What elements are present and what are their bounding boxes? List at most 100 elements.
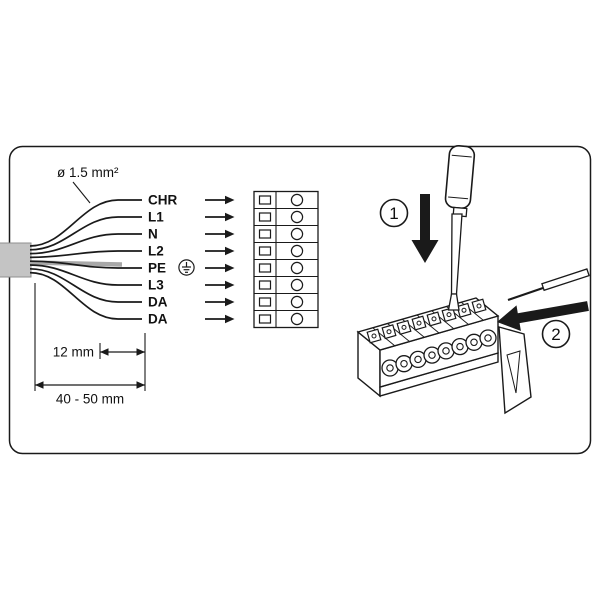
row-arrowhead — [225, 297, 235, 307]
wire-label-l1: L1 — [148, 210, 164, 225]
dim-label-40-50mm: 40 - 50 mm — [56, 392, 124, 407]
wire-label-l2: L2 — [148, 244, 164, 259]
row-arrows — [205, 195, 235, 324]
screwdriver-handle-line — [448, 196, 469, 200]
terminal-wire-slot — [258, 195, 272, 205]
terminal-wire-slot — [258, 280, 272, 290]
connector-slot — [396, 319, 412, 335]
terminal-wire-slot — [258, 314, 272, 324]
terminal-screw — [290, 261, 304, 275]
wire-label-chr: CHR — [148, 193, 177, 208]
terminal-wire-slot — [258, 297, 272, 307]
dim-label-12mm: 12 mm — [53, 345, 94, 360]
row-arrowhead — [225, 195, 235, 205]
connector-funnel-hole — [442, 347, 450, 355]
dim-arrowhead — [100, 348, 109, 356]
screwdriver-handle-line — [451, 154, 472, 158]
wire-path — [29, 199, 142, 247]
wire-fan — [29, 199, 142, 320]
connector-funnel-hole — [470, 338, 478, 347]
wire-label-l3: L3 — [148, 278, 164, 293]
terminal-screw — [290, 312, 304, 326]
row-arrowhead — [225, 314, 235, 324]
screwdriver — [444, 144, 476, 311]
wire-path — [29, 216, 142, 251]
dim-arrowhead — [136, 381, 145, 389]
row-arrowhead — [225, 229, 235, 239]
wire-label-da2: DA — [148, 312, 168, 327]
terminal-screw — [290, 210, 304, 224]
wire-gauge-pointer — [72, 181, 91, 204]
connector-funnel-hole — [428, 351, 436, 359]
row-arrowhead — [225, 280, 235, 290]
connector-slot-screw — [386, 329, 392, 335]
dimensions: 12 mm 40 - 50 mm — [34, 283, 146, 407]
step-2-badge — [541, 319, 571, 349]
step-2-number: 2 — [551, 325, 560, 344]
dim-arrowhead — [136, 348, 145, 356]
wire-label-n: N — [148, 227, 158, 242]
connector-slot — [441, 307, 457, 323]
connector-block — [356, 297, 532, 415]
terminal-strip — [253, 190, 319, 329]
connector-latch-cutout — [506, 350, 521, 394]
cable-sheath — [0, 242, 32, 278]
step-1-number: 1 — [389, 204, 398, 223]
terminal-screw — [290, 244, 304, 258]
screwdriver-tip — [447, 293, 460, 311]
wire-path — [29, 267, 142, 303]
connector-slot — [411, 315, 427, 331]
step-1-badge — [379, 198, 409, 228]
insert-wire-conductor — [507, 286, 544, 302]
screwdriver-handle — [444, 144, 476, 210]
connector-slot-screw — [461, 307, 467, 313]
connector-slot-screw — [476, 303, 482, 309]
connector-slot-screw — [446, 312, 452, 318]
connector-slot-screw — [371, 333, 377, 339]
connector-slot — [471, 298, 487, 314]
row-arrowhead — [225, 212, 235, 222]
connector-wire-funnels — [381, 329, 497, 377]
row-arrowhead — [225, 246, 235, 256]
wire-path — [29, 264, 142, 286]
connector-funnel-hole — [386, 364, 394, 372]
wire-labels: CHR L1 N L2 PE L3 DA DA — [148, 193, 195, 327]
connector-slot-screw — [416, 320, 422, 326]
earth-icon — [178, 259, 195, 276]
connector-slot-screw — [431, 316, 437, 322]
terminal-screw — [290, 193, 304, 207]
terminal-wire-slot — [258, 229, 272, 239]
terminal-wire-slot — [258, 263, 272, 273]
row-arrowhead — [225, 263, 235, 273]
connector-latch — [498, 326, 532, 415]
insert-wire-arrow-icon — [497, 301, 589, 331]
terminal-screw — [290, 295, 304, 309]
wire-gauge-label: ø 1.5 mm² — [57, 165, 119, 180]
wire-label-pe: PE — [148, 261, 166, 276]
terminal-wire-slot — [258, 212, 272, 222]
connector-funnel-hole — [400, 359, 408, 368]
screwdriver-shaft — [450, 213, 463, 295]
dim-arrowhead — [35, 381, 44, 389]
wire-label-da1: DA — [148, 295, 168, 310]
connector-funnel-hole — [456, 342, 464, 351]
connector-slot — [456, 302, 472, 318]
wire-path — [29, 271, 142, 320]
step-2: 2 — [497, 268, 590, 349]
connector-funnel-hole — [484, 334, 492, 342]
wire-path — [29, 250, 142, 259]
connector-slot-screw — [401, 324, 407, 330]
press-down-arrow-icon — [411, 194, 439, 263]
connector-slot — [426, 311, 442, 327]
terminal-screw — [290, 278, 304, 292]
connector-slot — [366, 328, 382, 344]
diagram-root: ø 1.5 mm² CHR L1 N L2 PE L3 DA DA — [0, 144, 592, 455]
frame-border — [8, 145, 592, 455]
terminal-wire-slot — [258, 246, 272, 256]
connector-funnel-hole — [414, 355, 422, 364]
insert-wire-insulation — [541, 268, 590, 292]
cable-filler-strand — [29, 260, 123, 267]
connector-slot — [381, 324, 397, 340]
